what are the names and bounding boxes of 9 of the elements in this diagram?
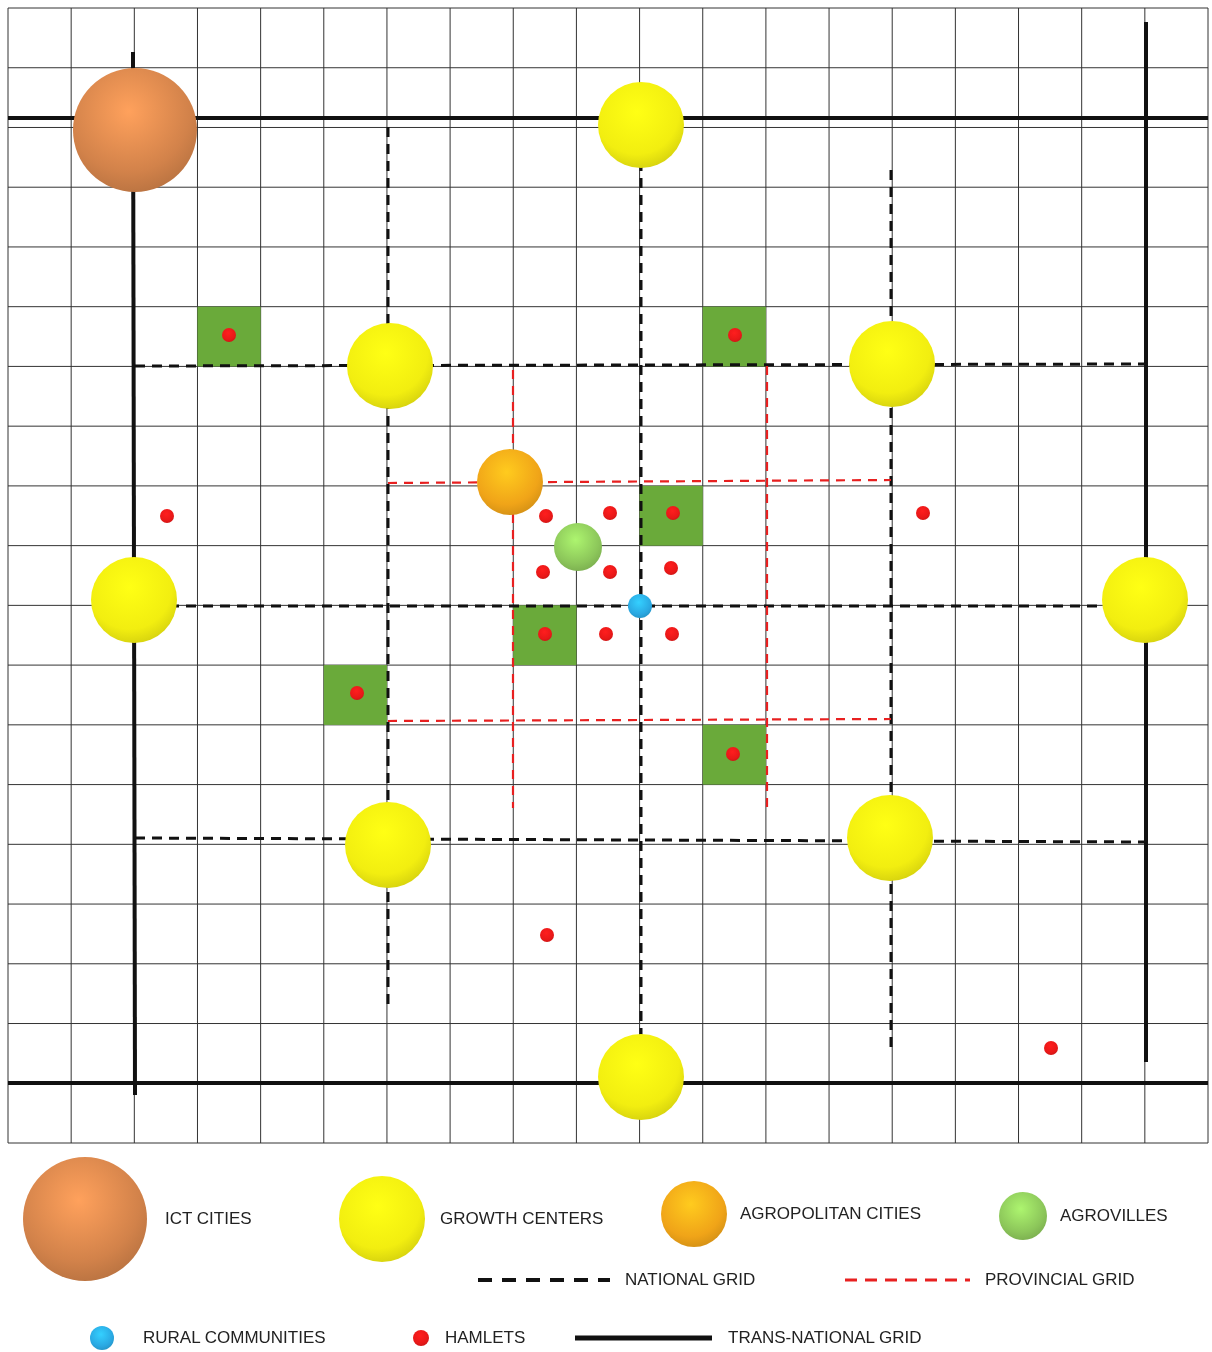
legend-label: RURAL COMMUNITIES	[143, 1328, 326, 1348]
legend-label: ICT CITIES	[165, 1209, 252, 1229]
legend-label: PROVINCIAL GRID	[985, 1270, 1135, 1290]
legend-label: AGROPOLITAN CITIES	[740, 1204, 922, 1224]
legend-label: GROWTH CENTERS	[440, 1209, 604, 1229]
legend-label: TRANS-NATIONAL GRID	[728, 1328, 922, 1348]
legend-label: NATIONAL GRID	[625, 1270, 756, 1290]
legend-label: AGROVILLES	[1060, 1206, 1168, 1226]
legend-label: HAMLETS	[445, 1328, 526, 1348]
